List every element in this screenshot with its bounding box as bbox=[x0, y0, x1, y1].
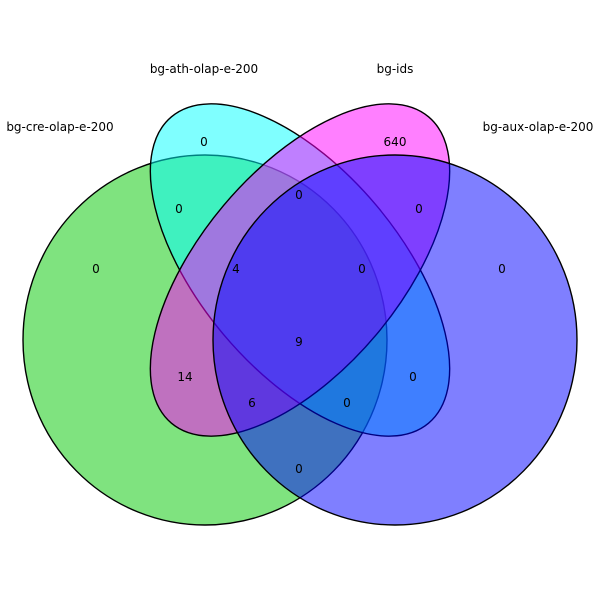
set-label-cre: bg-cre-olap-e-200 bbox=[6, 120, 113, 134]
region-count-cre-aux: 0 bbox=[295, 462, 303, 476]
region-count-ath-ids: 0 bbox=[295, 188, 303, 202]
set-ellipse-aux bbox=[212, 154, 578, 526]
region-count-cre-only: 0 bbox=[92, 262, 100, 276]
region-count-ath-only: 0 bbox=[200, 135, 208, 149]
region-count-ids-aux: 0 bbox=[415, 202, 423, 216]
region-count-aux-only: 0 bbox=[498, 262, 506, 276]
set-label-ath: bg-ath-olap-e-200 bbox=[150, 62, 258, 76]
region-count-cre-ath-aux: 0 bbox=[343, 396, 351, 410]
set-label-aux: bg-aux-olap-e-200 bbox=[483, 120, 594, 134]
set-label-ids: bg-ids bbox=[377, 62, 414, 76]
region-count-cre-ids: 14 bbox=[177, 370, 192, 384]
region-count-cre-ids-aux: 6 bbox=[248, 396, 256, 410]
region-count-ath-ids-aux: 0 bbox=[358, 262, 366, 276]
region-count-cre-ath-ids: 4 bbox=[232, 262, 240, 276]
region-count-ids-only: 640 bbox=[384, 135, 407, 149]
region-count-ath-aux: 0 bbox=[409, 370, 417, 384]
region-count-all-four: 9 bbox=[295, 335, 303, 349]
region-count-cre-ath: 0 bbox=[175, 202, 183, 216]
